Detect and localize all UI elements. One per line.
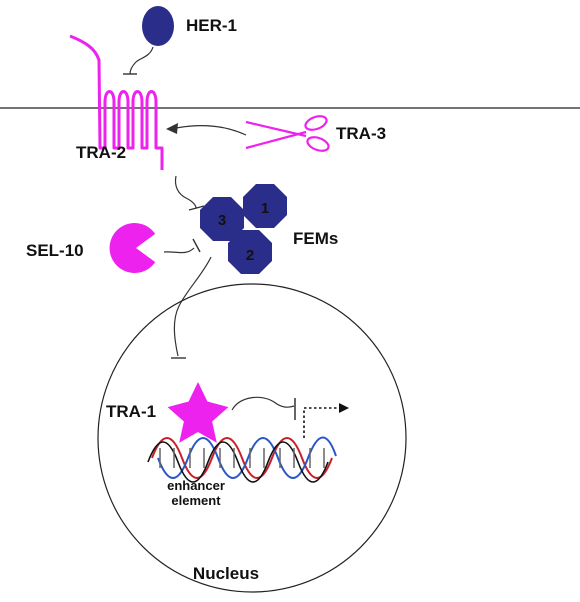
tra1-label: TRA-1 <box>106 402 156 421</box>
tra3-arrowhead <box>166 123 178 134</box>
dna-double-helix <box>147 436 337 483</box>
fems-inhibition-line <box>173 256 212 357</box>
her1-ligand-shape <box>142 6 174 46</box>
fem2-number: 2 <box>246 247 254 264</box>
tra1-star-shape <box>167 382 229 443</box>
tra2-inhibition-line <box>174 175 197 209</box>
tra2-inhibition-bar <box>188 205 205 211</box>
transcription-start-dotted-arrow <box>303 407 340 438</box>
fem1-number: 1 <box>261 200 269 217</box>
sel10-inhibition-line <box>163 247 195 254</box>
fem1-protein-shape <box>243 184 287 228</box>
tra3-protease-scissors-icon <box>245 115 330 152</box>
tra1-repression-line <box>231 396 295 411</box>
nucleus-label: Nucleus <box>193 564 259 583</box>
sel10-inhibition-bar <box>192 238 201 253</box>
her1-label: HER-1 <box>186 16 237 35</box>
fem3-protein-shape <box>200 197 244 241</box>
fem3-number: 3 <box>218 212 226 229</box>
tra3-to-tra2-arrow <box>175 124 247 136</box>
tra3-label: TRA-3 <box>336 124 386 143</box>
fem2-protein-shape <box>228 230 272 274</box>
enhancer-element-label-line1: enhancer <box>167 478 225 493</box>
fems-label: FEMs <box>293 229 338 248</box>
nucleus-outline <box>97 283 407 593</box>
enhancer-element-label-line2: element <box>171 493 221 508</box>
tra2-label: TRA-2 <box>76 143 126 162</box>
tra2-receptor-shape <box>69 34 164 170</box>
transcription-arrowhead <box>339 403 349 413</box>
sel10-label: SEL-10 <box>26 241 84 260</box>
her1-inhibition-line <box>129 46 154 75</box>
sel10-pacman-shape <box>109 223 156 273</box>
